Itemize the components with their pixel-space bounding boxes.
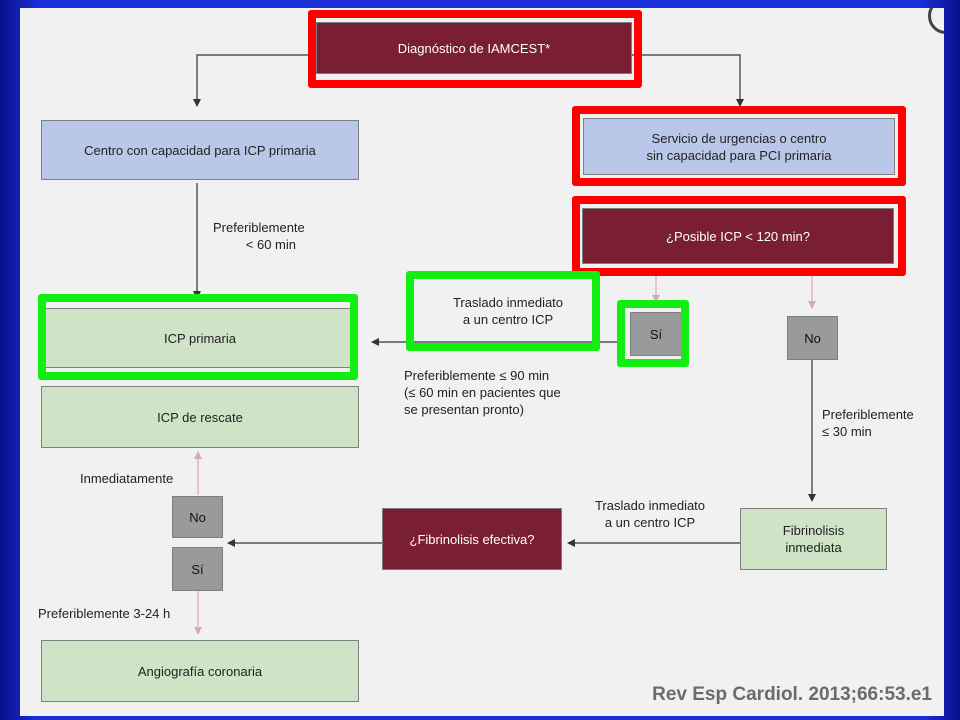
- note-pref-90-line3: se presentan pronto): [404, 402, 524, 417]
- fibrinolysis-immediate-box: Fibrinolisis inmediata: [740, 508, 887, 570]
- highlight-diagnosis: [308, 10, 642, 88]
- note-pref-60-line2: < 60 min: [245, 237, 296, 252]
- flow-arrows: [193, 54, 816, 635]
- possible-icp-box: ¿Posible ICP < 120 min?: [582, 208, 894, 264]
- icp-center-label: Centro con capacidad para ICP primaria: [84, 142, 316, 158]
- note-pref-30: Preferiblemente ≤ 30 min: [822, 406, 914, 440]
- arrow-diagnosis-to-icp-center: [193, 54, 310, 107]
- fibrinolysis-immediate-line1: Fibrinolisis: [782, 523, 845, 538]
- note-pref-30-line2: ≤ 30 min: [822, 424, 872, 439]
- slide: Diagnóstico de IAMCEST* Centro con capac…: [20, 8, 944, 716]
- highlight-transfer-icp: [406, 271, 600, 351]
- si-right-box: Sí: [630, 312, 682, 356]
- emergency-label-line1: Servicio de urgencias o centro: [651, 130, 827, 146]
- diagnosis-label: Diagnóstico de IAMCEST*: [397, 40, 551, 56]
- icp-center-box: Centro con capacidad para ICP primaria: [41, 120, 359, 180]
- note-pref-90-line1: Preferiblemente ≤ 90 min: [404, 368, 550, 383]
- note-transfer-icp-line1: Traslado inmediato: [452, 295, 564, 310]
- note-pref-60-line1: Preferiblemente: [213, 220, 305, 235]
- note-pref-90: Preferiblemente ≤ 90 min (≤ 60 min en pa…: [404, 367, 561, 418]
- fibrinolysis-immediate-line2: inmediata: [785, 540, 842, 555]
- arrow-diagnosis-to-emergency: [632, 54, 744, 107]
- emergency-box: Servicio de urgencias o centro sin capac…: [583, 118, 895, 175]
- diagnosis-box: Diagnóstico de IAMCEST*: [316, 22, 632, 74]
- angiography-box: Angiografía coronaria: [41, 640, 359, 702]
- note-transfer-icp: Traslado inmediato a un centro ICP: [418, 294, 598, 328]
- icp-rescue-label: ICP de rescate: [157, 409, 243, 425]
- si-left-box: Sí: [172, 547, 223, 591]
- highlight-possible-icp: [572, 196, 906, 276]
- angiography-label: Angiografía coronaria: [137, 663, 263, 679]
- note-transfer-2: Traslado inmediato a un centro ICP: [580, 497, 720, 531]
- note-pref-3-24-text: Preferiblemente 3-24 h: [38, 606, 171, 621]
- icp-primary-label: ICP primaria: [163, 330, 236, 346]
- note-pref-90-line2: (≤ 60 min en pacientes que: [404, 385, 561, 400]
- citation: Rev Esp Cardiol. 2013;66:53.e1: [652, 684, 932, 705]
- fibrinolysis-effective-label: ¿Fibrinolisis efectiva?: [409, 531, 535, 547]
- no-left-box: No: [172, 496, 223, 538]
- si-left-label: Sí: [191, 561, 204, 577]
- note-pref-60: Preferiblemente < 60 min: [213, 219, 305, 253]
- note-transfer-2-line1: Traslado inmediato: [594, 498, 706, 513]
- si-right-label: Sí: [649, 326, 663, 342]
- fibrinolysis-effective-box: ¿Fibrinolisis efectiva?: [382, 508, 562, 570]
- possible-icp-label: ¿Posible ICP < 120 min?: [666, 228, 810, 244]
- highlight-emergency: [572, 106, 906, 186]
- note-transfer-2-line2: a un centro ICP: [604, 515, 696, 530]
- highlight-si-right: [617, 300, 689, 367]
- note-immediately-text: Inmediatamente: [80, 471, 174, 486]
- no-right-label: No: [804, 330, 821, 346]
- icp-rescue-box: ICP de rescate: [41, 386, 359, 448]
- note-pref-30-line1: Preferiblemente: [822, 407, 914, 422]
- emergency-label-line2: sin capacidad para PCI primaria: [646, 147, 832, 163]
- no-left-label: No: [189, 509, 206, 525]
- no-right-box: No: [787, 316, 838, 360]
- note-pref-3-24: Preferiblemente 3-24 h: [38, 605, 170, 622]
- highlight-icp-primary: [38, 294, 358, 380]
- note-immediately: Inmediatamente: [80, 470, 173, 487]
- icp-primary-box: ICP primaria: [42, 308, 358, 368]
- note-transfer-icp-line2: a un centro ICP: [462, 312, 554, 327]
